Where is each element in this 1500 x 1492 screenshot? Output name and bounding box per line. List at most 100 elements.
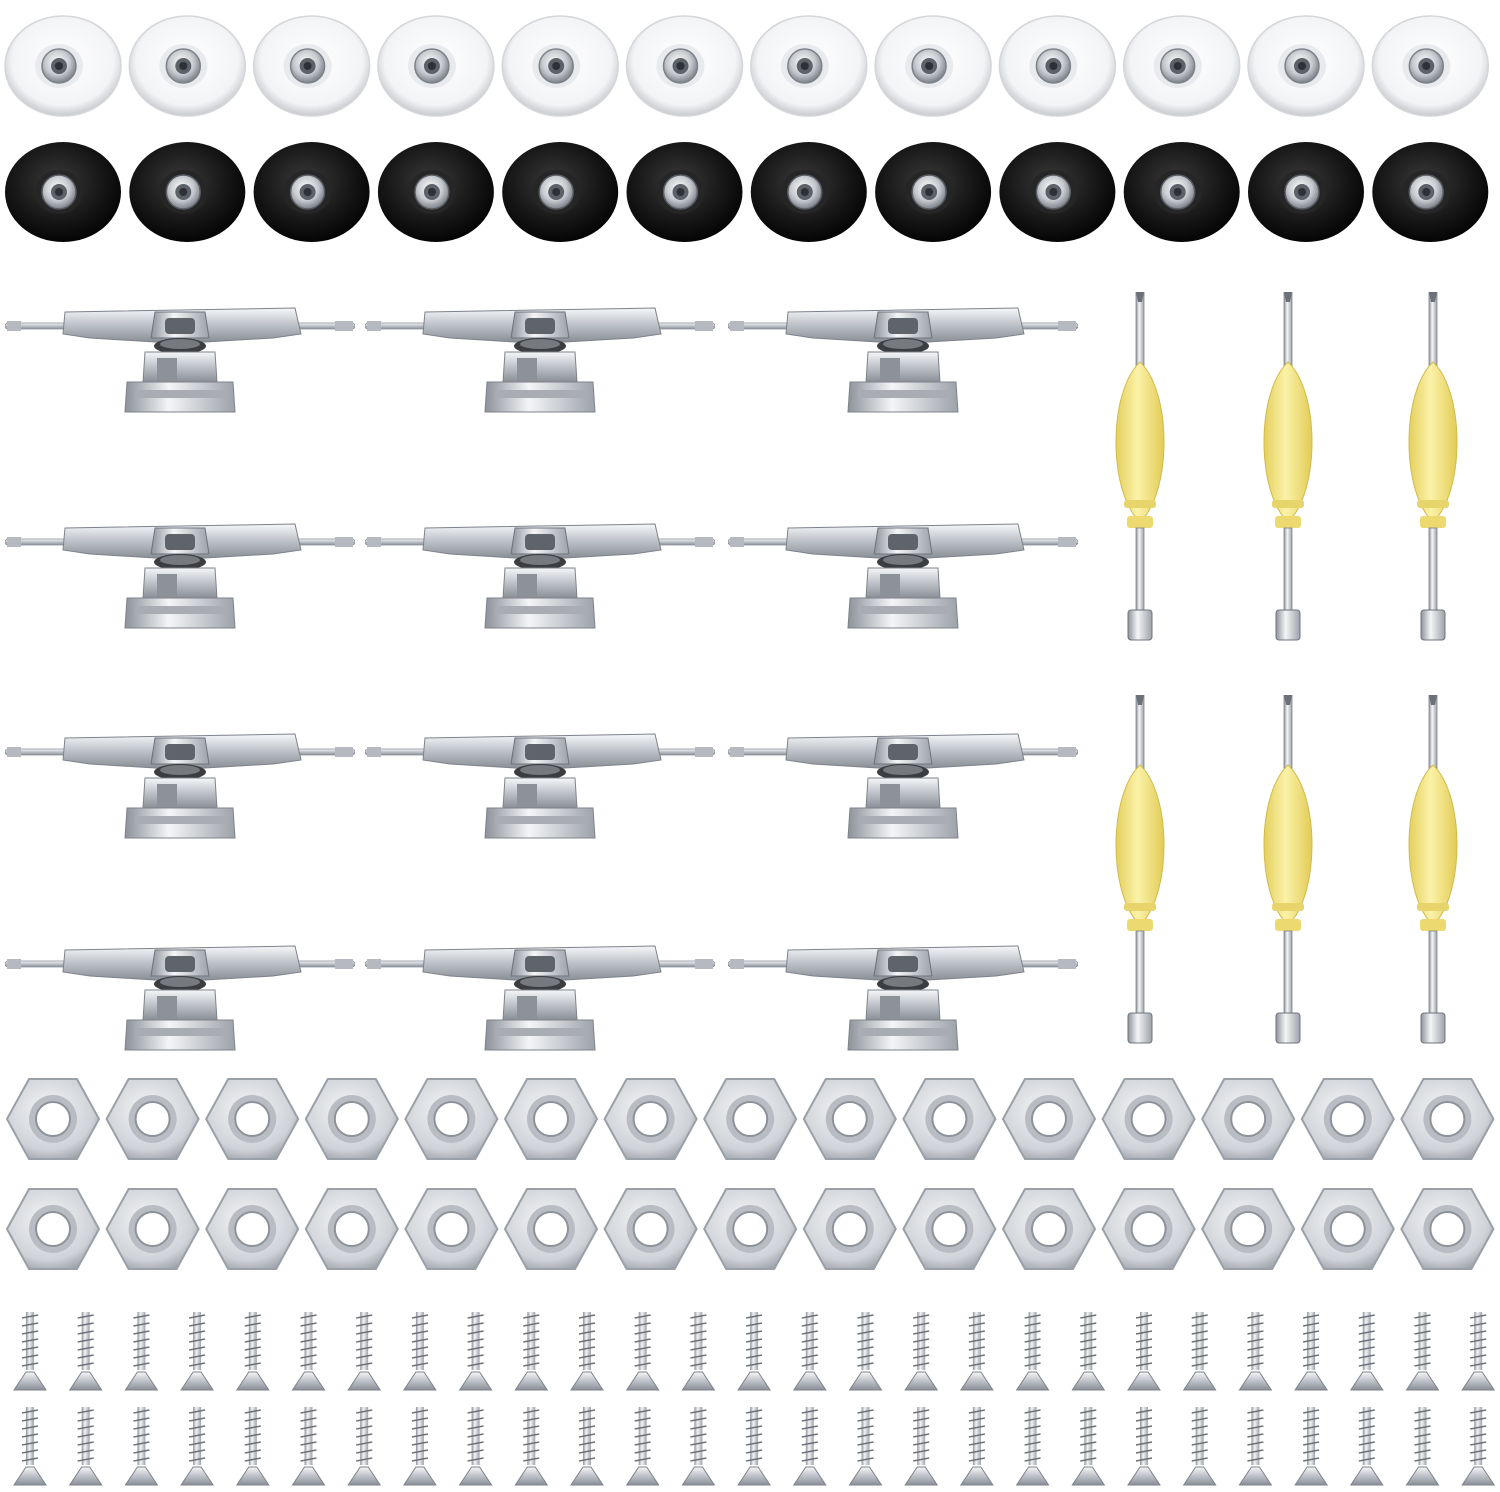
hex-nut [105, 1078, 200, 1160]
hex-nut [304, 1078, 399, 1160]
trucks-grid [5, 307, 1078, 1051]
screw [1238, 1312, 1273, 1391]
hex-nut [1300, 1078, 1395, 1160]
screw [347, 1312, 382, 1391]
screw [13, 1312, 47, 1391]
black-wheel [377, 141, 495, 243]
screw [737, 1312, 771, 1391]
screw [514, 1312, 549, 1391]
screw [848, 1407, 883, 1486]
white-wheel [252, 15, 371, 117]
screw [960, 1312, 994, 1391]
screw [1405, 1312, 1440, 1391]
white-wheel [998, 15, 1117, 117]
screw [1182, 1312, 1217, 1391]
white-wheel [1371, 15, 1490, 117]
screw [904, 1407, 939, 1486]
truck [365, 523, 715, 629]
screw [458, 1312, 493, 1391]
black-wheel [501, 141, 619, 243]
screw [1127, 1312, 1161, 1391]
hex-nut [703, 1078, 798, 1160]
truck [728, 733, 1078, 839]
white-wheel [377, 15, 495, 117]
screw [848, 1312, 883, 1391]
hex-nut [902, 1188, 997, 1270]
screw [68, 1407, 103, 1486]
screwdriver-tools-grid [1115, 292, 1458, 1044]
screw [681, 1312, 716, 1391]
hex-nut [802, 1078, 897, 1160]
screw [1071, 1407, 1106, 1486]
screw [960, 1407, 994, 1486]
black-wheel [1371, 141, 1490, 243]
black-wheels-row [4, 141, 1490, 243]
screwdriver-tool [1408, 695, 1458, 1044]
screw [180, 1312, 214, 1391]
white-wheel [4, 15, 122, 117]
truck [728, 523, 1078, 629]
hex-nut [6, 1078, 100, 1160]
hex-nut [1101, 1078, 1196, 1160]
screw [236, 1407, 270, 1486]
screw [1182, 1407, 1217, 1486]
hex-nut [703, 1188, 798, 1270]
screwdriver-tool [1263, 292, 1313, 641]
white-wheel [1247, 15, 1365, 117]
screw [1015, 1312, 1050, 1391]
truck [5, 733, 355, 839]
white-wheel [1122, 15, 1241, 117]
screw [403, 1312, 437, 1391]
screw [124, 1407, 159, 1486]
black-wheel [252, 141, 371, 243]
screwdriver-tool [1263, 695, 1313, 1044]
black-wheel [998, 141, 1117, 243]
truck [365, 307, 715, 413]
hex-nut [1002, 1078, 1096, 1160]
screw [291, 1407, 326, 1486]
screw [1294, 1407, 1328, 1486]
white-wheel [750, 15, 868, 117]
truck [728, 945, 1078, 1051]
screw [68, 1312, 103, 1391]
hex-nut [1201, 1078, 1296, 1160]
screw [347, 1407, 382, 1486]
hex-nut [404, 1188, 499, 1270]
screw [570, 1312, 604, 1391]
white-wheels-row [4, 15, 1490, 117]
white-wheel [128, 15, 247, 117]
hex-nut [504, 1078, 598, 1160]
hex-nuts-rows [6, 1078, 1495, 1270]
black-wheel [4, 141, 122, 243]
black-wheel [1247, 141, 1365, 243]
screwdriver-tool [1408, 292, 1458, 641]
screws-rows [13, 1312, 1495, 1486]
screw [904, 1312, 939, 1391]
hex-nut [603, 1188, 698, 1270]
screw [570, 1407, 604, 1486]
screw [1127, 1407, 1161, 1486]
truck [5, 523, 355, 629]
hex-nut [1400, 1188, 1495, 1270]
hex-nut [205, 1078, 300, 1160]
hex-nut [404, 1078, 499, 1160]
screw [1461, 1407, 1495, 1486]
screw [13, 1407, 47, 1486]
white-wheel [874, 15, 992, 117]
screw [1071, 1312, 1106, 1391]
screw [625, 1407, 660, 1486]
screw [291, 1312, 326, 1391]
hex-nut [1002, 1188, 1096, 1270]
hex-nut [304, 1188, 399, 1270]
screw [1350, 1407, 1384, 1486]
screw [180, 1407, 214, 1486]
black-wheel [128, 141, 247, 243]
screw [458, 1407, 493, 1486]
screwdriver-tool [1115, 292, 1165, 641]
screw [737, 1407, 771, 1486]
hex-nut [1101, 1188, 1196, 1270]
screw [124, 1312, 159, 1391]
hex-nut [1400, 1078, 1495, 1160]
black-wheel [625, 141, 744, 243]
